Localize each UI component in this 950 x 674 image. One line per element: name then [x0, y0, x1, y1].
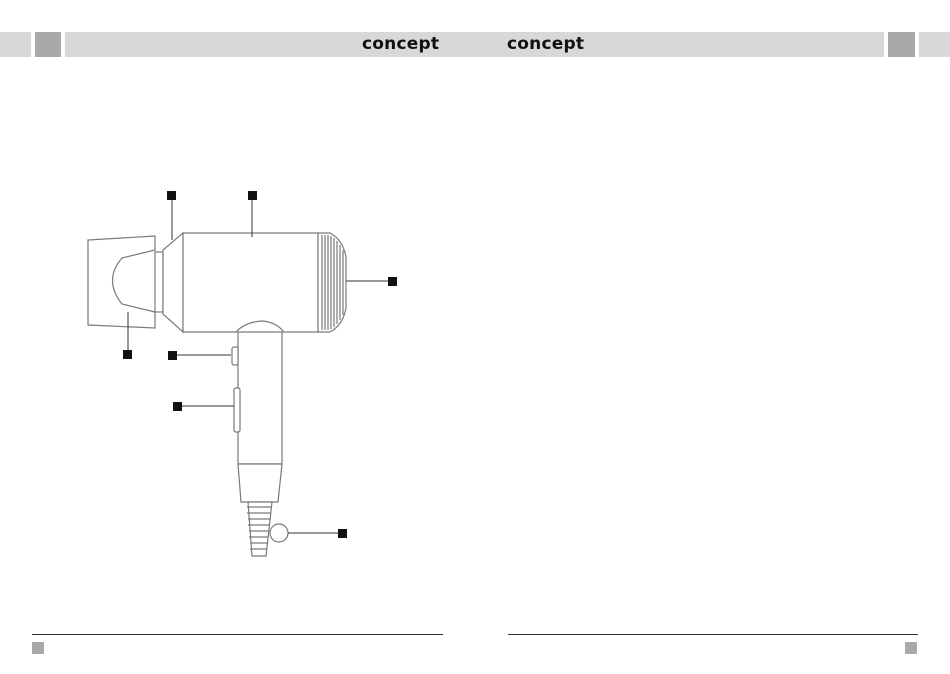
callout-concentrator: [123, 350, 132, 359]
speed-switch: [234, 388, 240, 432]
callout-switch: [173, 402, 182, 411]
hang-loop: [270, 524, 288, 542]
callout-hang-loop: [338, 529, 347, 538]
callout-body: [248, 191, 257, 200]
callout-button: [168, 351, 177, 360]
cable-strain-relief: [247, 502, 272, 556]
dryer-handle: [238, 332, 282, 464]
concentrator-nozzle: [88, 236, 163, 328]
page-marker-right: [905, 642, 917, 654]
page-marker-left: [32, 642, 44, 654]
rear-filter: [318, 233, 346, 332]
dryer-neck: [163, 233, 183, 332]
callout-rear-filter: [388, 277, 397, 286]
handle-bottom: [238, 464, 282, 502]
footer-rule-right: [508, 634, 918, 635]
callout-nozzle-ring: [167, 191, 176, 200]
cool-shot-button: [232, 347, 238, 365]
footer-rule-left: [32, 634, 443, 635]
dryer-body: [183, 233, 318, 332]
